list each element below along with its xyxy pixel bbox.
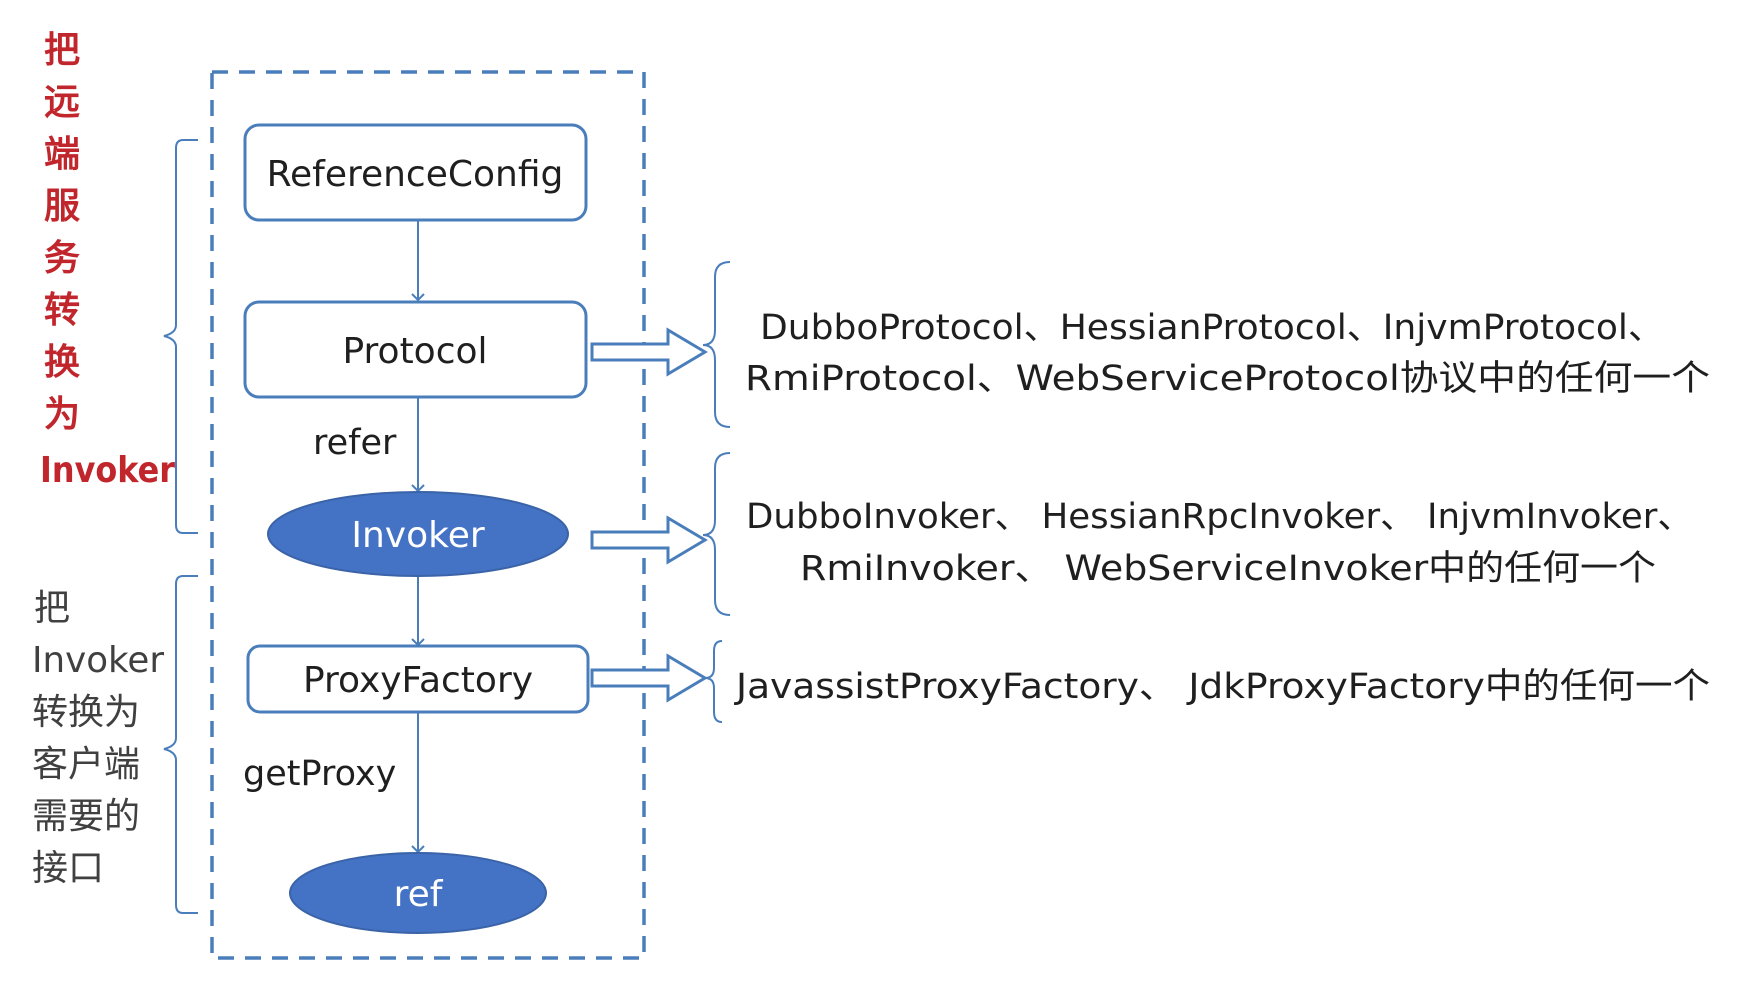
invoker-node: Invoker — [267, 491, 569, 577]
invoker-to-interface-note: 把 Invoker 转换为 客户端 需要的 接口 — [32, 588, 164, 889]
protocol-brace — [702, 261, 731, 428]
protocol-impl-line-2: RmiProtocol、WebServiceProtocol协议中的任何一个 — [745, 359, 1710, 399]
gray-note-line-2: Invoker — [32, 640, 164, 681]
protocol-implementations-arrow — [590, 327, 708, 377]
protocol-node: Protocol — [243, 300, 588, 399]
invoker-impl-line-1: DubboInvoker、 HessianRpcInvoker、 InjvmIn… — [746, 497, 1693, 537]
protocol-impl-line-1: DubboProtocol、HessianProtocol、InjvmProto… — [760, 308, 1664, 348]
invoker-implementations: DubboInvoker、 HessianRpcInvoker、 InjvmIn… — [746, 497, 1693, 589]
gray-note-line-5: 需要的 — [32, 796, 140, 837]
red-note-char-5: 务 — [44, 238, 80, 279]
invoker-brace — [702, 452, 731, 616]
gray-note-line-3: 转换为 — [32, 692, 140, 733]
proxyfactory-label: ProxyFactory — [303, 660, 533, 701]
consumer-dashed-container — [210, 70, 646, 960]
red-note-invoker: Invoker — [40, 450, 175, 491]
invoker-implementations-arrow — [590, 515, 708, 565]
red-note-char-6: 转 — [44, 290, 80, 331]
red-note-char-7: 换 — [44, 342, 80, 383]
gray-note-line-4: 客户端 — [32, 744, 140, 785]
referenceconfig-node: ReferenceConfig — [243, 123, 588, 222]
red-note-char-3: 端 — [44, 134, 80, 175]
proxyfactory-implementations-arrow — [590, 653, 708, 703]
proxyfactory-implementations: JavassistProxyFactory、 JdkProxyFactory中的… — [734, 667, 1710, 707]
ref-label: ref — [394, 874, 444, 915]
red-note-char-1: 把 — [44, 30, 80, 71]
red-note-char-4: 服 — [44, 186, 80, 227]
remote-to-invoker-brace — [163, 139, 198, 534]
protocol-implementations: DubboProtocol、HessianProtocol、InjvmProto… — [745, 308, 1710, 399]
proxyfactory-node: ProxyFactory — [246, 644, 590, 714]
refer-edge-label: refer — [313, 423, 397, 463]
invoker-label: Invoker — [351, 515, 484, 556]
invoker-to-interface-brace — [163, 575, 198, 914]
red-note-char-8: 为 — [44, 394, 80, 435]
proxyfactory-impl-line-1: JavassistProxyFactory、 JdkProxyFactory中的… — [734, 667, 1710, 707]
protocol-label: Protocol — [342, 331, 487, 372]
gray-note-line-6: 接口 — [32, 848, 104, 889]
proxyfactory-brace — [704, 640, 723, 723]
referenceconfig-label: ReferenceConfig — [267, 154, 564, 195]
remote-to-invoker-note: 把 远 端 服 务 转 换 为 Invoker — [40, 30, 175, 491]
ref-node: ref — [289, 852, 547, 934]
getproxy-edge-label: getProxy — [243, 754, 396, 794]
red-note-char-2: 远 — [44, 82, 80, 123]
invoker-impl-line-2: RmiInvoker、 WebServiceInvoker中的任何一个 — [800, 549, 1656, 589]
gray-note-line-1: 把 — [34, 588, 70, 629]
